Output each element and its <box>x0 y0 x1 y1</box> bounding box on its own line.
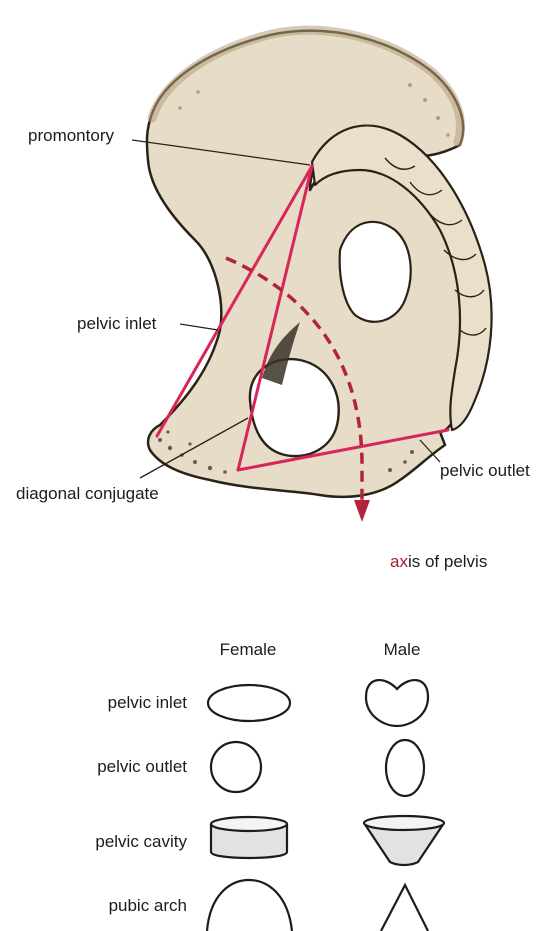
row-label-pubic-arch: pubic arch <box>109 896 187 916</box>
female-column-heading: Female <box>220 640 277 660</box>
axis-of-pelvis-label: axis of pelvis <box>390 552 487 572</box>
male-cavity-shape <box>364 816 444 865</box>
female-pubic-arch-shape <box>207 880 292 931</box>
row-label-pelvic-cavity: pelvic cavity <box>95 832 187 852</box>
male-column-heading: Male <box>384 640 421 660</box>
female-cavity-shape <box>211 817 287 858</box>
pelvic-inlet-leader <box>180 324 218 330</box>
promontory-label: promontory <box>28 126 114 146</box>
row-label-pelvic-inlet: pelvic inlet <box>108 693 187 713</box>
comparison-shapes <box>207 680 444 931</box>
female-inlet-shape <box>208 685 290 721</box>
axis-label-accent: ax <box>390 552 408 571</box>
pelvic-inlet-label: pelvic inlet <box>77 314 156 334</box>
sciatic-notch <box>340 222 411 322</box>
obturator-foramen <box>250 359 339 456</box>
axis-arrowhead <box>354 500 370 522</box>
diagonal-conjugate-label: diagonal conjugate <box>16 484 159 504</box>
pelvic-outlet-label: pelvic outlet <box>440 461 530 481</box>
male-outlet-shape <box>386 740 424 796</box>
female-outlet-shape <box>211 742 261 792</box>
hip-bone-illustration <box>147 30 492 497</box>
male-pubic-arch-shape <box>381 885 428 931</box>
male-inlet-shape <box>366 680 428 726</box>
axis-label-rest: is of pelvis <box>408 552 487 571</box>
row-label-pelvic-outlet: pelvic outlet <box>97 757 187 777</box>
